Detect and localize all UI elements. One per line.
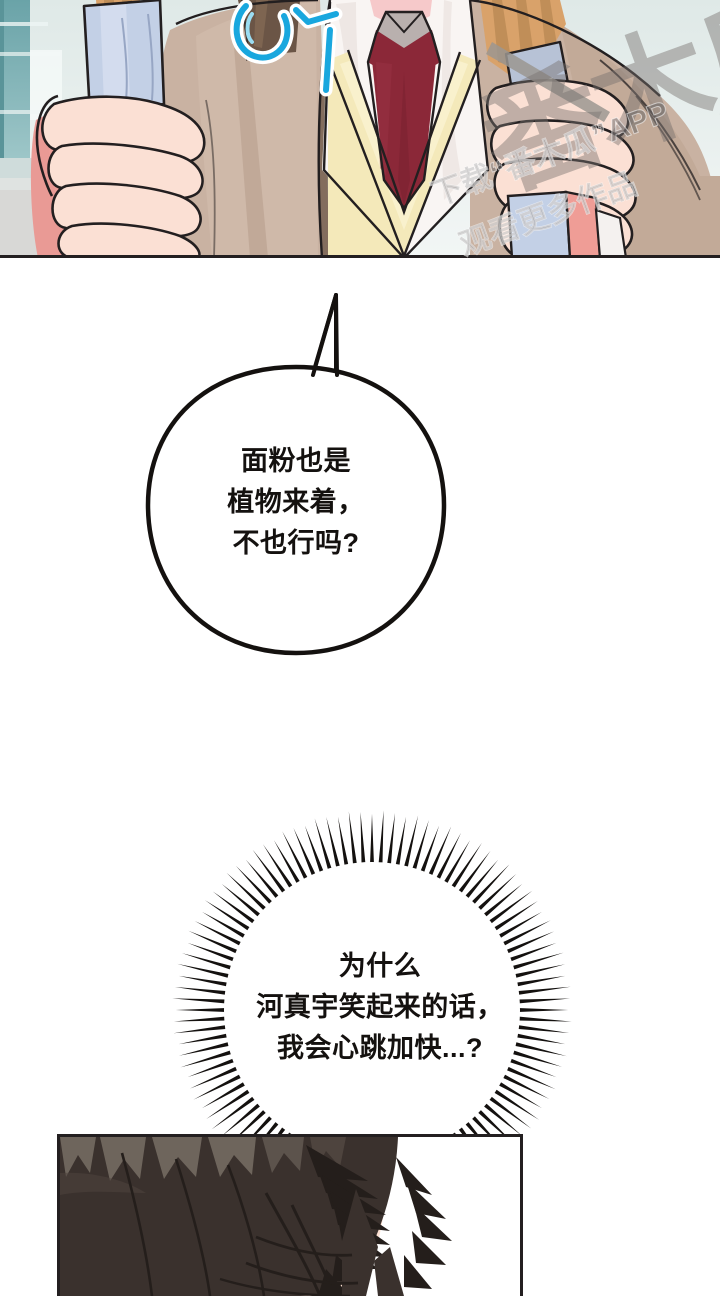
sfx-glyph bbox=[230, 0, 343, 97]
speech-bubble-heartbeat: 为什么 河真宇笑起来的话， 我会心跳加快...? bbox=[170, 808, 574, 1212]
comic-panel-top bbox=[0, 0, 720, 258]
speech-bubble-flour: 面粉也是 植物来着， 不也行吗? bbox=[140, 283, 452, 663]
speech-bubble-heartbeat-shape bbox=[172, 810, 572, 1210]
speech-bubble-flour-shape bbox=[145, 293, 447, 656]
speech-bubble-heartbeat-text: 为什么 河真宇笑起来的话， 我会心跳加快...? bbox=[256, 951, 504, 1063]
comic-panel-bottom bbox=[57, 1134, 523, 1296]
panel-top-artwork bbox=[0, 0, 720, 255]
speech-bubble-flour-text: 面粉也是 植物来着， 不也行吗? bbox=[227, 446, 365, 558]
panel-bottom-artwork bbox=[60, 1137, 520, 1296]
